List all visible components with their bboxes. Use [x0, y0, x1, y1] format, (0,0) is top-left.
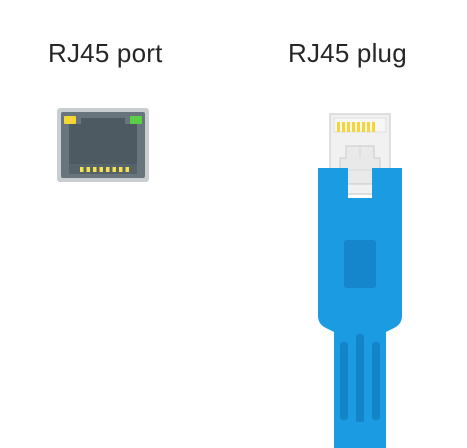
plug-boot-recess	[344, 240, 376, 288]
plug-head	[329, 113, 391, 195]
plug-boot	[318, 168, 402, 448]
rj45-plug-icon	[300, 106, 420, 448]
port-led-left	[64, 116, 76, 124]
rj45-port-icon	[57, 108, 149, 182]
rj45-plug-label: RJ45 plug	[288, 38, 407, 68]
plug-contacts	[337, 122, 375, 132]
port-cavity	[69, 118, 137, 174]
port-led-right	[130, 116, 142, 124]
rj45-port-label: RJ45 port	[48, 38, 163, 68]
port-pins	[80, 167, 129, 172]
plug-strain-relief	[340, 334, 380, 430]
